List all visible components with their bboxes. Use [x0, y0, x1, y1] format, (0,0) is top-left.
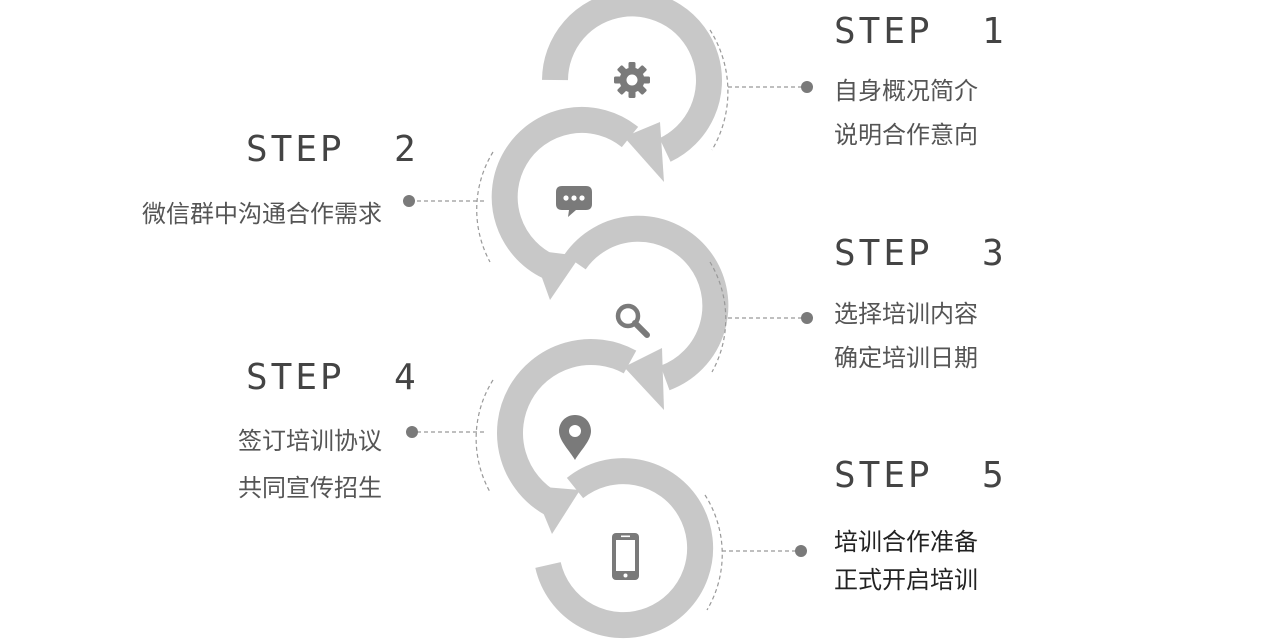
step-5-arc	[535, 458, 714, 639]
step-4-line-2: 共同宣传招生	[238, 474, 382, 502]
step-1-arc	[542, 0, 722, 162]
step-4-arc	[497, 339, 637, 516]
step-3-arrowhead	[624, 348, 664, 410]
step-1-dashed-arc	[709, 29, 729, 151]
search-icon	[615, 303, 650, 338]
chat-bubble-icon	[556, 186, 592, 217]
step-5-line-2: 正式开启培训	[834, 566, 978, 594]
dashed-guides	[410, 29, 806, 611]
step-2-line-1: 微信群中沟通合作需求	[142, 200, 382, 228]
step-2-title: STEP 2	[246, 129, 419, 170]
step-1-arrowhead	[624, 122, 664, 182]
gear-icon	[614, 62, 650, 98]
step-5-dot	[795, 545, 807, 557]
step-3-title: STEP 3	[834, 233, 1007, 274]
step-2-arrowhead	[532, 250, 580, 300]
step-3-line-1: 选择培训内容	[834, 300, 978, 328]
step-4-title: STEP 4	[246, 357, 419, 398]
step-3-arc	[564, 215, 729, 391]
smartphone-icon	[612, 533, 639, 580]
location-pin-icon	[559, 415, 591, 460]
step-4-dot	[406, 426, 418, 438]
step-2-dashed-arc	[476, 151, 494, 263]
step-1-line-2: 说明合作意向	[834, 121, 978, 149]
step-1-line-1: 自身概况简介	[834, 77, 978, 105]
connector-dots	[403, 81, 813, 557]
step-1-dot	[801, 81, 813, 93]
step-5-title: STEP 5	[834, 455, 1007, 496]
step-3-dot	[801, 312, 813, 324]
step-5-dashed-arc	[704, 494, 723, 611]
step-4-dashed-arc	[475, 379, 494, 493]
step-2-arc	[491, 106, 639, 280]
step-4-line-1: 签订培训协议	[238, 427, 382, 455]
step-2-dot	[403, 195, 415, 207]
step-3-line-2: 确定培训日期	[834, 344, 978, 372]
process-arcs	[491, 0, 729, 639]
step-3-dashed-arc	[709, 261, 727, 373]
step-1-title: STEP 1	[834, 11, 1007, 52]
step-4-arrowhead	[532, 486, 580, 534]
step-5-line-1: 培训合作准备	[834, 528, 978, 556]
